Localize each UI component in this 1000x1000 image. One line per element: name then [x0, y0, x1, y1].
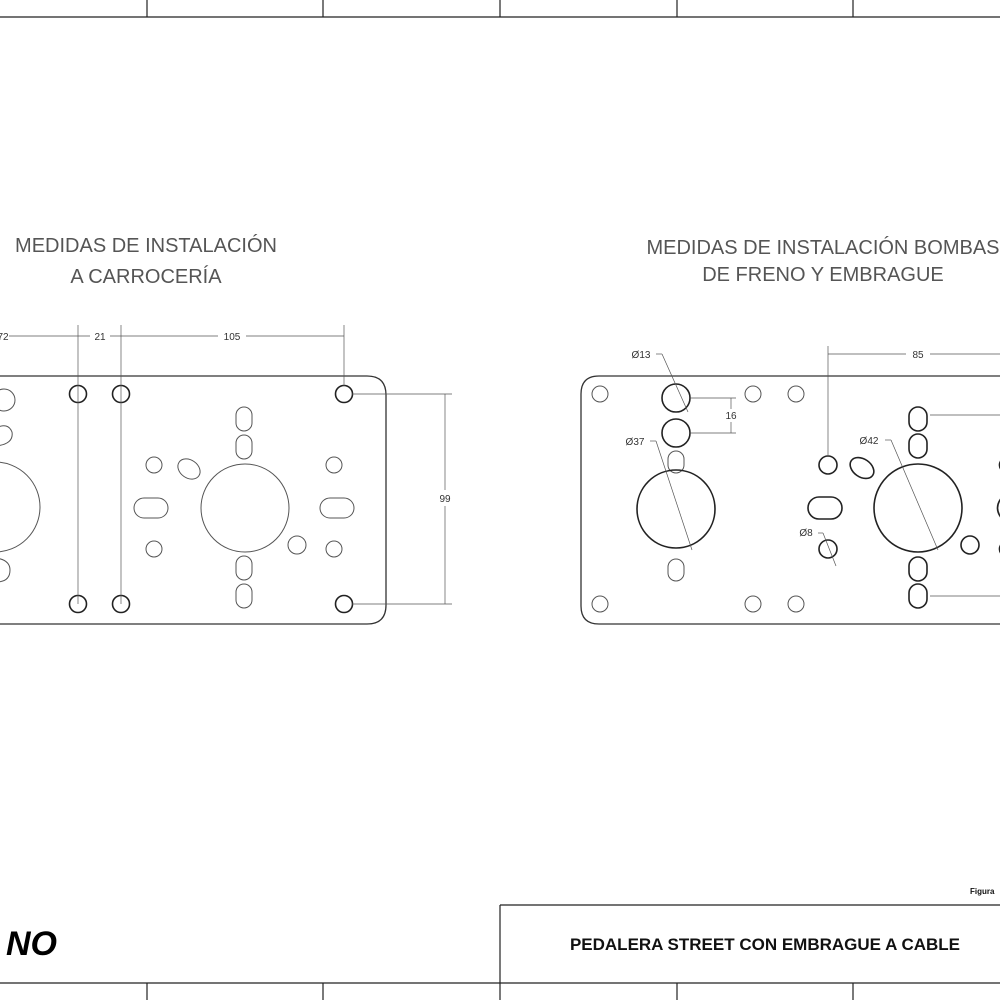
slot-right	[319, 497, 355, 519]
small-hole-4	[325, 540, 343, 558]
slot-brake-bottom-2	[908, 583, 928, 609]
leader-d13	[661, 353, 689, 413]
partial-hole-top	[0, 388, 16, 412]
right-hole-bottom-1	[744, 595, 762, 613]
title-block: Figura PEDALERA STREET CON EMBRAGUE A CA…	[6, 887, 1000, 983]
slot-top-2	[235, 434, 253, 460]
company-logo: NO	[6, 925, 57, 963]
small-hole-1	[145, 456, 163, 474]
dim-partial-label: 72	[0, 332, 9, 343]
right-view-title-line1: MEDIDAS DE INSTALACIÓN BOMBAS	[646, 236, 999, 259]
left-central-bore	[200, 463, 290, 553]
slot-brake-left	[807, 496, 843, 520]
right-view: MEDIDAS DE INSTALACIÓN BOMBAS DE FRENO Y…	[580, 236, 1000, 625]
slot-top-1	[235, 406, 253, 432]
bore-d37	[636, 469, 716, 549]
hole-brake-3	[960, 535, 980, 555]
right-corner-hole-top	[591, 385, 609, 403]
partial-slot	[0, 425, 13, 446]
hole-d8	[818, 539, 838, 559]
right-hole-top-2	[787, 385, 805, 403]
slot-brake-bottom-1	[908, 556, 928, 582]
left-plate-outline	[0, 375, 387, 625]
dim-85-label: 85	[912, 350, 924, 361]
partial-slot-lower	[0, 558, 11, 583]
dim-d37-label: Ø37	[626, 437, 645, 448]
hole-d13-lower	[661, 418, 691, 448]
slot-bottom-2	[235, 583, 253, 609]
mount-hole-bottom-3	[334, 594, 354, 614]
right-corner-hole-bottom	[591, 595, 609, 613]
right-plate-outline	[580, 375, 1000, 625]
mount-hole-top-3	[334, 384, 354, 404]
dim-width-label: 105	[224, 332, 241, 343]
slot-clutch-top	[667, 450, 685, 474]
small-hole-5	[287, 535, 307, 555]
left-view-title-line1: MEDIDAS DE INSTALACIÓN	[15, 234, 277, 257]
hole-brake-1	[818, 455, 838, 475]
dim-d42-label: Ø42	[860, 436, 879, 447]
partial-slot-right	[996, 498, 1000, 518]
oval-brake	[849, 456, 875, 480]
dim-d8-label: Ø8	[799, 528, 813, 539]
partial-bore	[0, 461, 41, 553]
right-view-title-line2: DE FRENO Y EMBRAGUE	[702, 264, 944, 286]
right-hole-top-1	[744, 385, 762, 403]
left-view-title-line2: A CARROCERÍA	[70, 265, 222, 288]
left-view: MEDIDAS DE INSTALACIÓN A CARROCERÍA	[0, 234, 454, 625]
dim-height-label: 99	[439, 494, 451, 505]
leader-d8	[822, 532, 837, 567]
small-hole-3	[325, 456, 343, 474]
leader-d37	[655, 440, 693, 551]
drawing-title: PEDALERA STREET CON EMBRAGUE A CABLE	[570, 935, 960, 954]
dim-d13-label: Ø13	[632, 350, 651, 361]
slot-left	[133, 497, 169, 519]
slot-bottom-1	[235, 555, 253, 581]
small-hole-2	[145, 540, 163, 558]
dim-16-label: 16	[725, 411, 737, 422]
figure-label: Figura	[970, 887, 995, 896]
right-hole-bottom-2	[787, 595, 805, 613]
slot-brake-top-2	[908, 433, 928, 459]
dim-spacing-label: 21	[94, 332, 106, 343]
leader-d42	[890, 439, 939, 551]
slot-clutch-bottom	[667, 558, 685, 582]
bore-d42	[873, 463, 963, 553]
oval-hole	[177, 458, 201, 480]
slot-brake-top-1	[908, 406, 928, 432]
